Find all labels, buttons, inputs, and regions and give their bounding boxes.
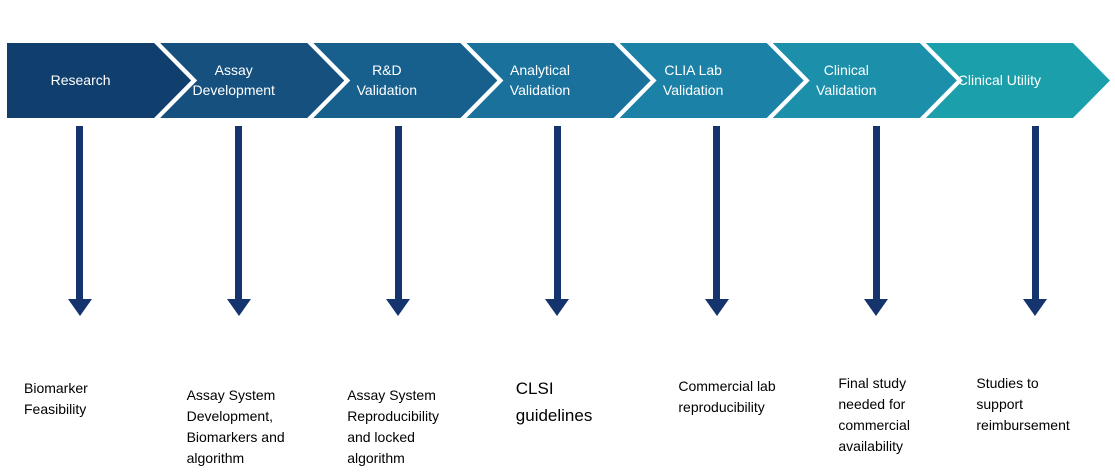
stage-description: Assay System Reproducibility and locked …	[347, 387, 440, 466]
down-arrow-shaft	[235, 126, 243, 299]
down-arrow-icon	[319, 126, 478, 316]
chevron-label-wrap: CLIA Lab Validation	[620, 43, 767, 118]
down-arrow-shaft	[713, 126, 721, 299]
down-arrow-head	[226, 299, 251, 316]
stage-description-col: CLSI guidelines	[476, 373, 635, 429]
stage-description: Commercial lab reproducibility	[678, 378, 776, 415]
stage-description-col: Studies to support reimbursement	[956, 373, 1115, 436]
chevron-label-wrap: Assay Development	[160, 43, 307, 118]
stage-description-col: Biomarker Feasibility	[0, 373, 159, 420]
down-arrow-icon	[0, 126, 159, 316]
chevron-label-wrap: R&D Validation	[313, 43, 460, 118]
stage-label: Assay Development	[192, 61, 275, 98]
down-arrow-head	[1023, 299, 1048, 316]
stage-description-col: Commercial lab reproducibility	[634, 373, 796, 418]
stage-label: R&D Validation	[356, 61, 418, 98]
down-arrow-icon	[637, 126, 796, 316]
down-arrow-shaft	[872, 126, 880, 299]
stage-description-col: Final study needed for commercial availa…	[796, 373, 956, 457]
stage-description-col: Assay System Development, Biomarkers and…	[159, 373, 318, 469]
down-arrow-shaft	[1031, 126, 1039, 299]
stage-description: Final study needed for commercial availa…	[838, 375, 910, 454]
stage-description: CLSI guidelines	[515, 379, 593, 426]
chevron-label-wrap: Research	[7, 43, 154, 118]
chevron-label-wrap: Analytical Validation	[466, 43, 613, 118]
stage-label: Research	[50, 71, 111, 88]
stage-description: Assay System Development, Biomarkers and…	[186, 387, 285, 466]
down-arrow-head	[67, 299, 92, 316]
stage-description-col: Assay System Reproducibility and locked …	[317, 373, 476, 469]
down-arrow-head	[864, 299, 889, 316]
down-arrow-head	[386, 299, 411, 316]
down-arrow-shaft	[394, 126, 402, 299]
stage-description: Biomarker Feasibility	[24, 380, 88, 417]
down-arrow-shaft	[76, 126, 84, 299]
down-arrow-icon	[159, 126, 318, 316]
stage-description: Studies to support reimbursement	[976, 375, 1070, 433]
down-arrow-icon	[796, 126, 955, 316]
stage-descriptions-row: Biomarker Feasibility Assay System Devel…	[0, 373, 1115, 469]
chevron-stage-research: Research	[7, 43, 191, 118]
down-arrow-shaft	[553, 126, 561, 299]
stage-label: Analytical Validation	[509, 61, 571, 98]
down-arrow-icon	[478, 126, 637, 316]
stage-label: Clinical Utility	[957, 71, 1042, 88]
down-arrow-icon	[956, 126, 1115, 316]
stage-chevron-band: Research Assay Development R&D Validatio…	[7, 43, 1110, 118]
stage-label: CLIA Lab Validation	[662, 61, 724, 98]
chevron-label-wrap: Clinical Validation	[773, 43, 920, 118]
stage-arrows-row	[0, 126, 1115, 316]
chevron-label-wrap: Clinical Utility	[926, 43, 1073, 118]
down-arrow-head	[545, 299, 570, 316]
down-arrow-head	[704, 299, 729, 316]
stage-label: Clinical Validation	[816, 61, 877, 98]
